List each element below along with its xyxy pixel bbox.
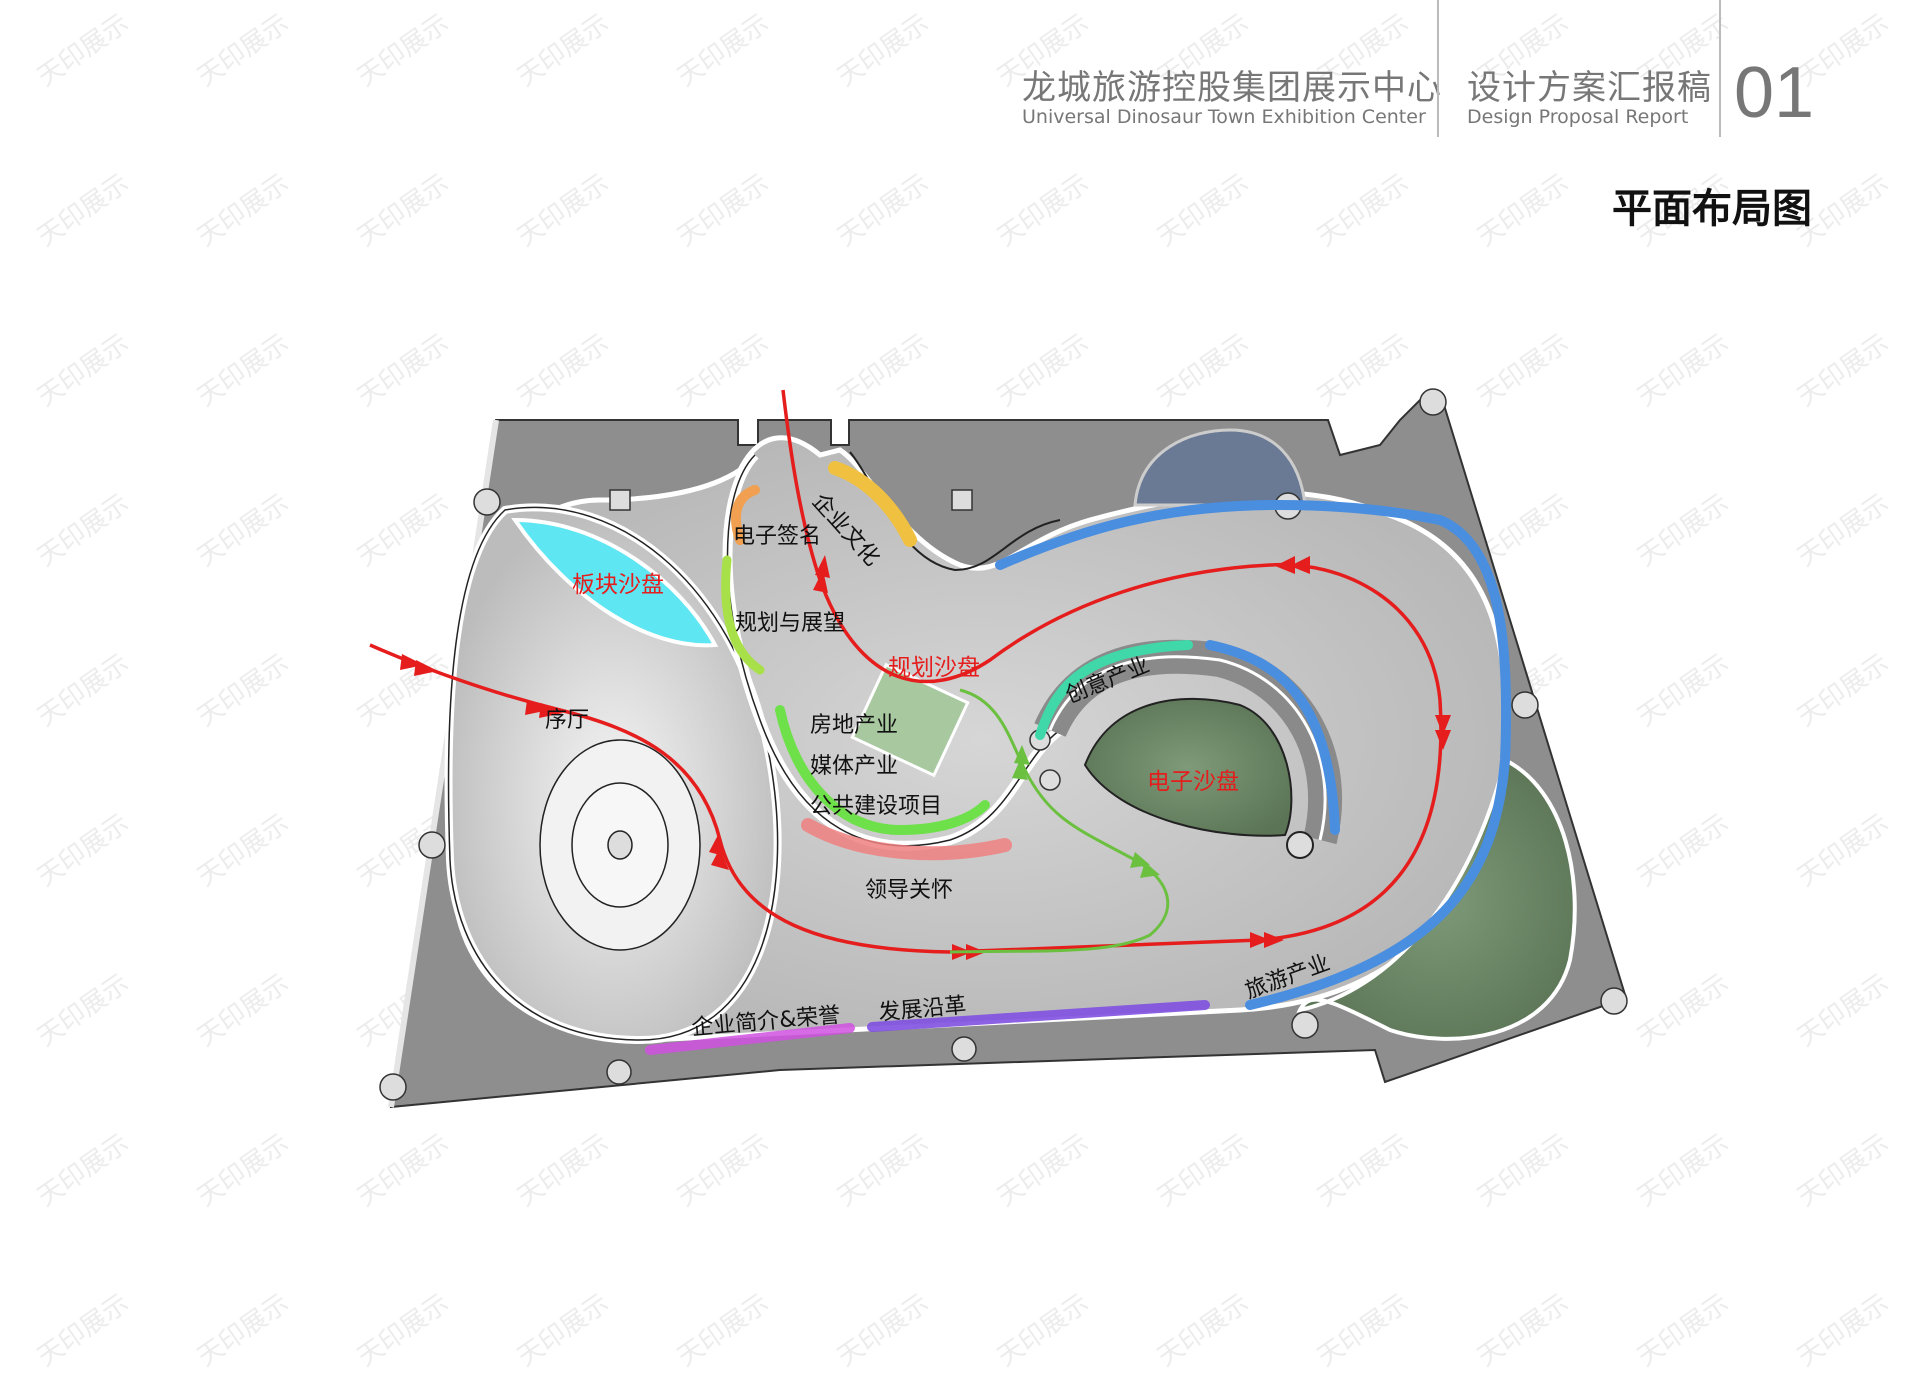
page-title: 平面布局图 (1612, 186, 1812, 232)
sandtable-bankuai (511, 517, 719, 648)
label-media: 媒体产业 (810, 754, 899, 779)
label-e-signature: 电子签名 (733, 524, 822, 549)
column (1286, 831, 1314, 859)
report-title-en: Design Proposal Report (1467, 106, 1689, 128)
header: 龙城旅游控股集团展示中心 Universal Dinosaur Town Exh… (0, 0, 1920, 140)
report-title: 设计方案汇报稿 (1467, 68, 1712, 108)
dome (1133, 428, 1307, 507)
page-number: 01 (1734, 53, 1815, 133)
header-divider (1437, 0, 1439, 137)
label-planning-sandtable: 规划沙盘 (888, 655, 980, 681)
label-planning-outlook: 规划与展望 (735, 611, 846, 636)
project-title: 龙城旅游控股集团展示中心 (1022, 68, 1442, 108)
project-title-en: Universal Dinosaur Town Exhibition Cente… (1022, 106, 1426, 128)
center-ring-core (607, 830, 633, 860)
route-arrows (400, 555, 1451, 960)
column (951, 489, 973, 511)
header-divider (1719, 0, 1721, 137)
label-real-estate: 房地产业 (810, 713, 899, 738)
label-public-works: 公共建设项目 (810, 794, 943, 819)
sandtable-guihua (850, 662, 970, 778)
branch-arrows (1012, 745, 1160, 878)
display-strips (645, 461, 1512, 1055)
label-foyer: 序厅 (545, 708, 590, 733)
label-bankuai-sandtable: 板块沙盘 (572, 572, 664, 598)
label-digital-sandtable: 电子沙盘 (1147, 769, 1239, 795)
column (609, 489, 631, 511)
sandtable-dianzi (1083, 697, 1293, 837)
label-leadership-care: 领导关怀 (865, 878, 954, 903)
